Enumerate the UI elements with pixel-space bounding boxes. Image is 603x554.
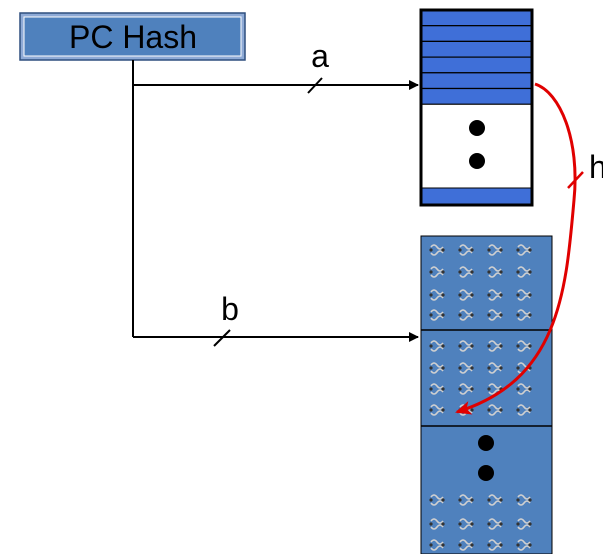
scroll-pattern-icon	[487, 266, 503, 278]
scroll-pattern-icon	[487, 340, 503, 352]
scroll-pattern-icon	[487, 404, 503, 416]
scroll-pattern-icon	[429, 494, 445, 506]
scroll-pattern-icon	[429, 266, 445, 278]
scroll-pattern-icon	[458, 494, 474, 506]
scroll-pattern-icon	[487, 289, 503, 301]
scroll-pattern-icon	[429, 340, 445, 352]
table-block	[419, 8, 534, 207]
scroll-pattern-icon	[458, 340, 474, 352]
scroll-pattern-icon	[429, 362, 445, 374]
scroll-pattern-icon	[429, 244, 445, 256]
table-row	[420, 56, 533, 74]
table-row	[420, 72, 533, 90]
scroll-pattern-icon	[516, 494, 532, 506]
scroll-pattern-icon	[516, 518, 532, 530]
scroll-pattern-icon	[487, 539, 503, 551]
scroll-pattern-icon	[429, 309, 445, 321]
pointer-h	[455, 82, 584, 415]
pc-hash-label: PC Hash	[69, 19, 197, 55]
scroll-pattern-icon	[458, 244, 474, 256]
scroll-pattern-icon	[516, 289, 532, 301]
table-row	[420, 25, 533, 43]
scroll-pattern-icon	[458, 266, 474, 278]
scroll-pattern-icon	[458, 362, 474, 374]
bus-tick-b	[213, 329, 231, 347]
scroll-pattern-icon	[516, 404, 532, 416]
table-row	[420, 40, 533, 58]
bus-tick-a	[307, 77, 323, 94]
table-row	[420, 87, 533, 105]
scroll-pattern-icon	[516, 340, 532, 352]
table-bottom-row	[420, 187, 533, 206]
scroll-pattern-icon	[516, 244, 532, 256]
scroll-pattern-icon	[516, 539, 532, 551]
scroll-pattern-icon	[516, 266, 532, 278]
scroll-pattern-icon	[458, 309, 474, 321]
table-row	[420, 9, 533, 27]
scroll-pattern-icon	[458, 383, 474, 395]
scroll-pattern-icon	[458, 539, 474, 551]
label-h: h	[589, 149, 603, 185]
scroll-pattern-icon	[429, 383, 445, 395]
vertical-ellipsis-icon	[478, 435, 494, 451]
scroll-pattern-icon	[487, 244, 503, 256]
scroll-pattern-icon	[487, 362, 503, 374]
scroll-pattern-icon	[429, 539, 445, 551]
scroll-pattern-icon	[429, 289, 445, 301]
scroll-pattern-icon	[487, 309, 503, 321]
bus-tick-h	[567, 171, 584, 189]
connector-lines	[132, 60, 419, 347]
scroll-pattern-icon	[429, 404, 445, 416]
vertical-ellipsis-icon	[469, 120, 485, 136]
pc-hash-box: PC Hash	[19, 12, 246, 61]
scroll-pattern-icon	[487, 518, 503, 530]
label-b: b	[221, 291, 239, 327]
scroll-pattern-icon	[458, 518, 474, 530]
label-a: a	[311, 38, 329, 74]
scroll-pattern-icon	[487, 494, 503, 506]
scroll-pattern-icon	[516, 383, 532, 395]
bank-block	[420, 235, 553, 554]
scroll-pattern-icon	[429, 518, 445, 530]
scroll-pattern-icon	[458, 289, 474, 301]
scroll-pattern-icon	[516, 309, 532, 321]
